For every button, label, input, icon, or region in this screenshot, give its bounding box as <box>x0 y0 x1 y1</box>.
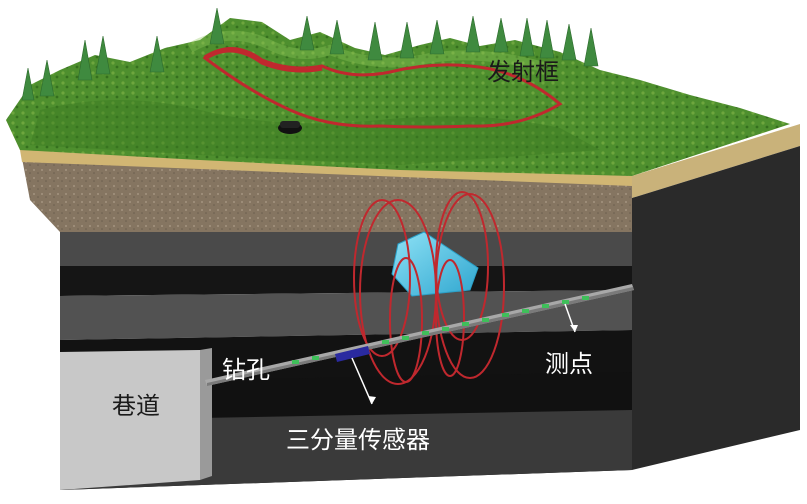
terrain-shading <box>30 100 600 165</box>
label-roadway: 巷道 <box>112 392 160 420</box>
field-loops <box>353 191 505 385</box>
tree-icon <box>21 7 599 101</box>
label-transmitter-frame: 发射框 <box>487 58 559 86</box>
measuring-points <box>292 296 589 364</box>
point-pointer-tip <box>570 325 578 332</box>
roadway-side <box>200 348 212 480</box>
terrain-surface <box>6 18 790 176</box>
label-triaxial-sensor: 三分量传感器 <box>286 426 430 454</box>
block-side-lower <box>632 146 800 470</box>
transmitter-icon <box>278 121 302 134</box>
sensor-pointer-tip <box>368 396 376 404</box>
label-borehole: 钻孔 <box>222 356 270 384</box>
rock-layer-upper <box>60 232 632 266</box>
transmitter-loop-thick <box>203 47 323 73</box>
coal-seam-upper <box>60 266 632 296</box>
block-side-face <box>632 124 800 198</box>
rock-layer-middle <box>60 290 632 340</box>
label-measuring-point: 测点 <box>545 350 593 378</box>
sand-front <box>20 150 632 186</box>
triaxial-sensor <box>335 346 370 362</box>
roadway-block <box>60 350 200 490</box>
coal-band-bottom <box>200 372 632 418</box>
